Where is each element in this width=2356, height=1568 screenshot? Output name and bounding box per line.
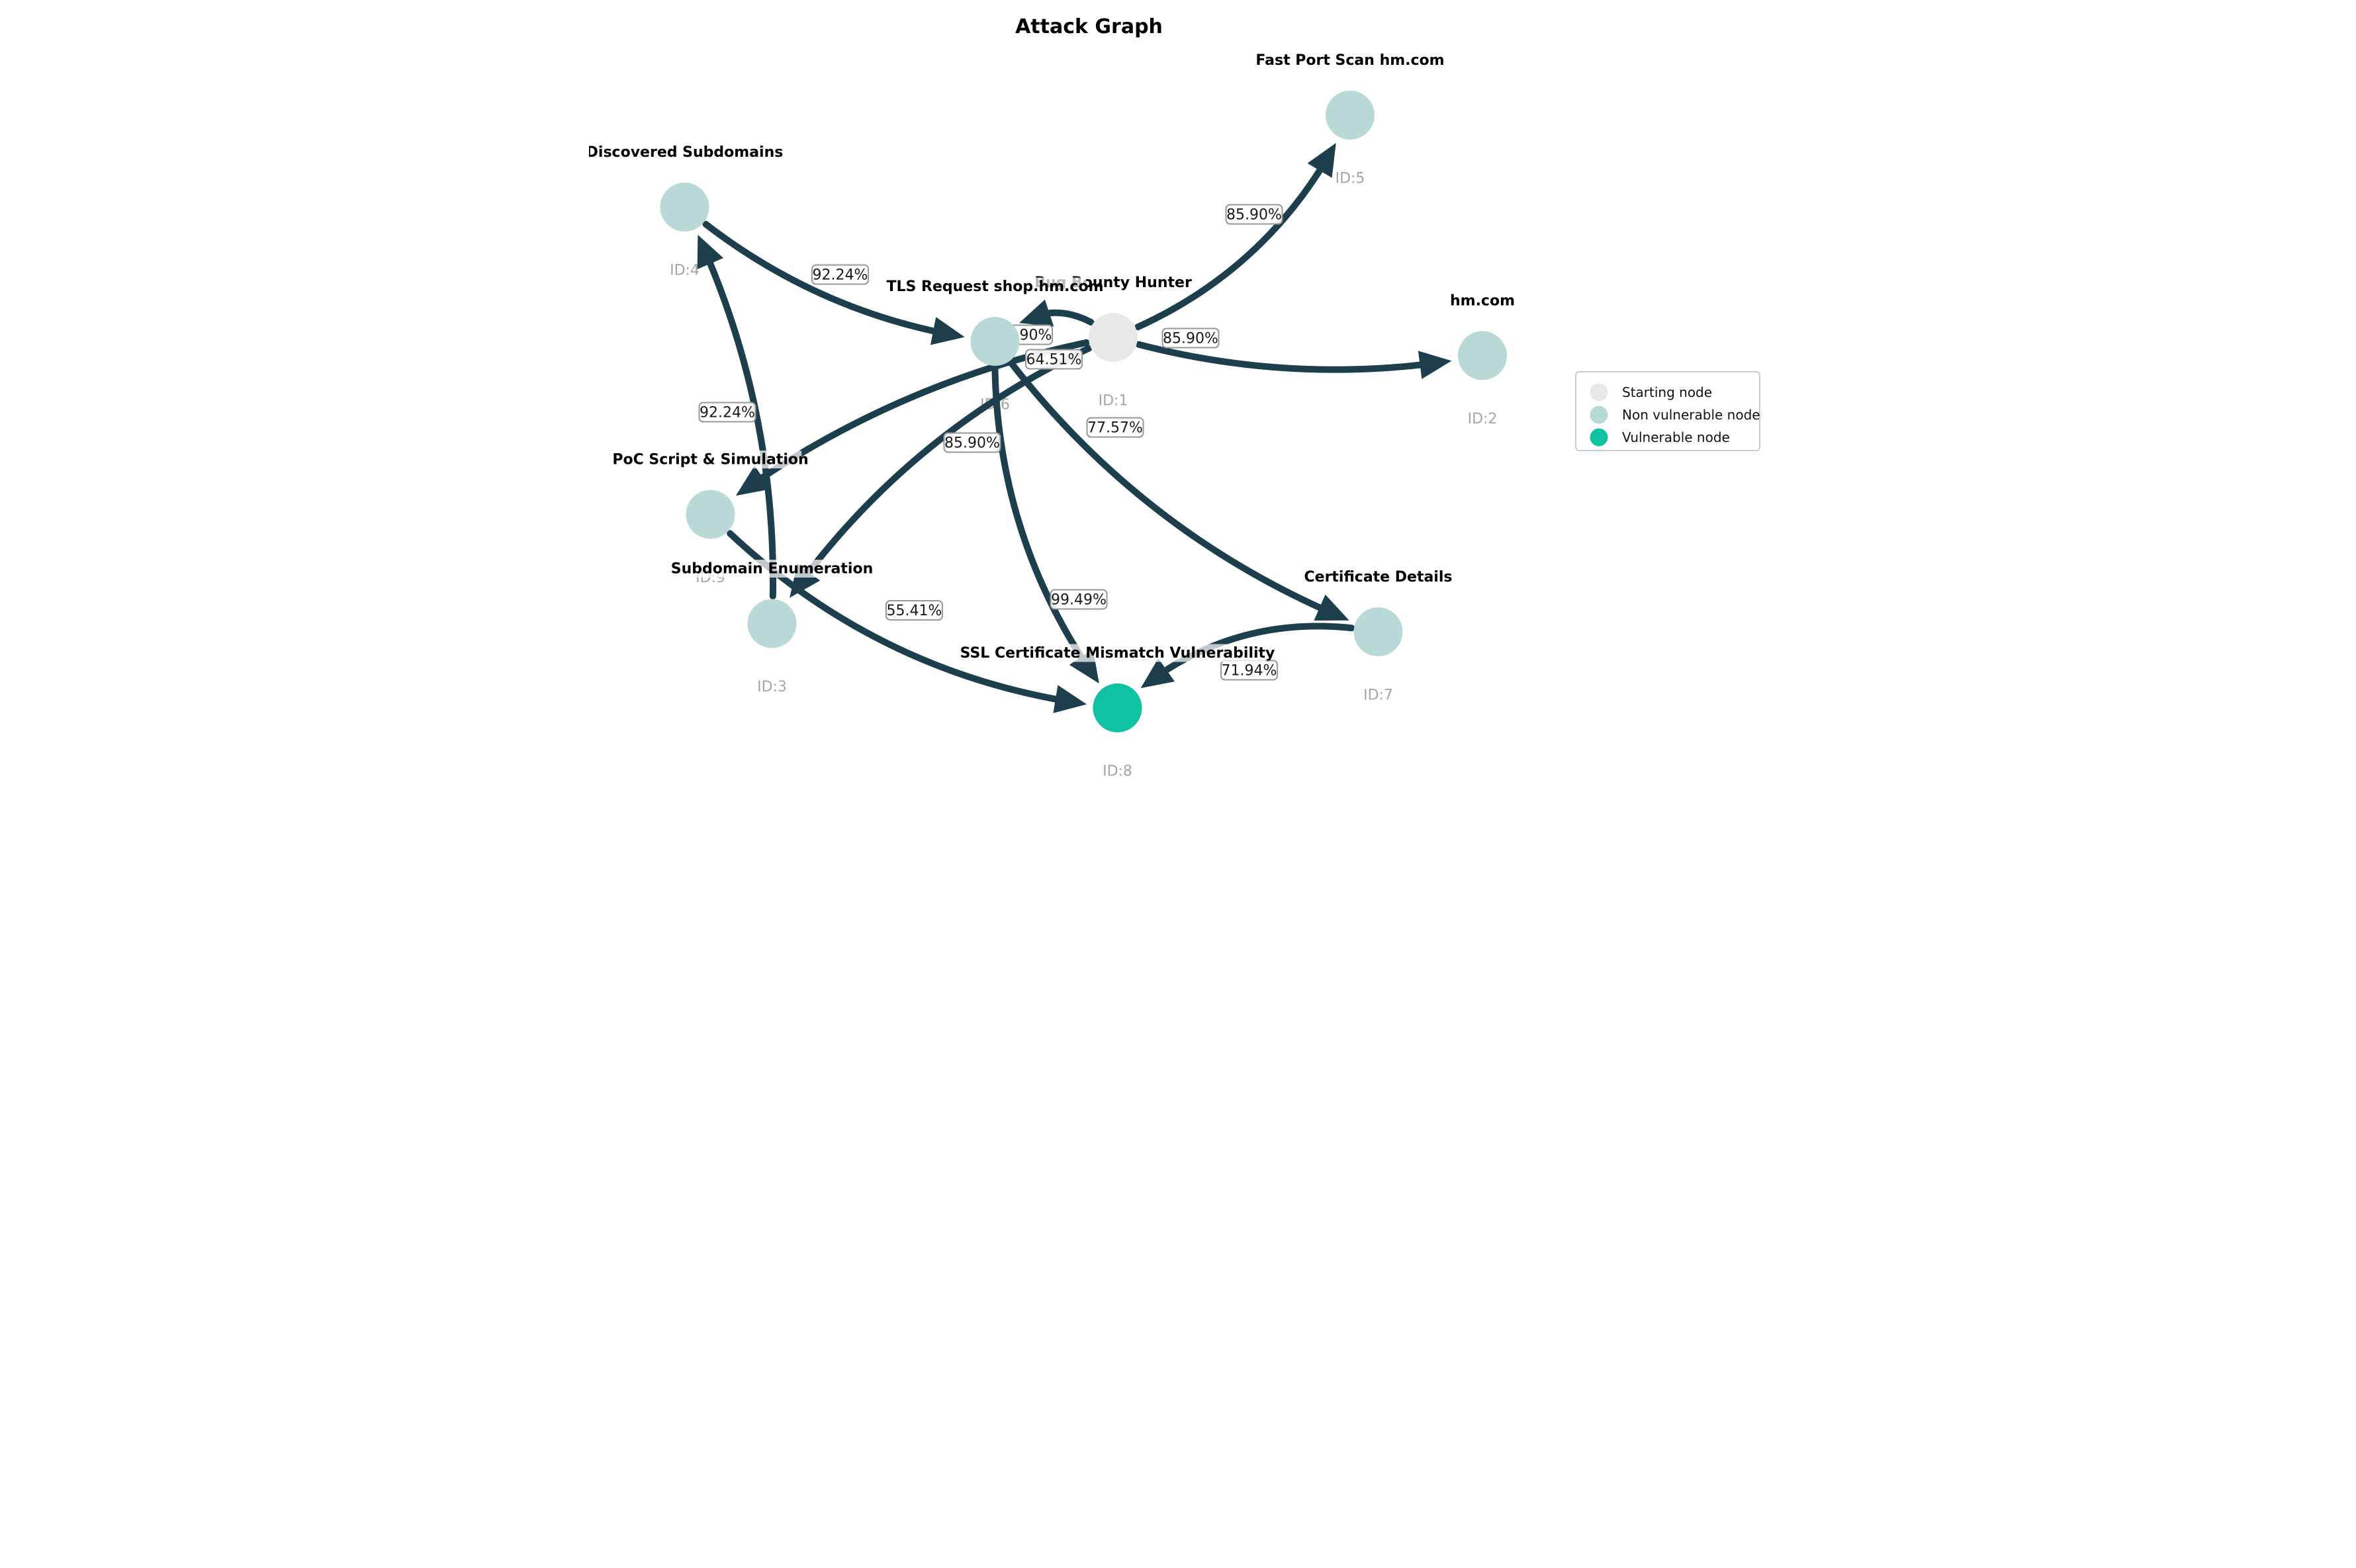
edge-label-box (1161, 327, 1220, 349)
arrowhead-icon (735, 465, 771, 496)
edge-label: 85.90% (1226, 207, 1282, 224)
node-id-label: ID:3 (757, 679, 787, 695)
node-title-halo (688, 560, 856, 578)
edge-1-5 (1134, 167, 1324, 331)
legend-label: Starting node (1622, 384, 1712, 400)
arrowhead-icon (1140, 658, 1175, 689)
edge-label-box (885, 600, 943, 621)
edge-1-3 (805, 345, 1093, 576)
node-id-label: ID:1 (1099, 393, 1128, 410)
edge-3-4 (707, 260, 777, 600)
edge-label: 77.57% (1087, 420, 1143, 437)
graph-node-5 (1326, 91, 1375, 140)
graph-node-2 (1458, 331, 1507, 380)
edge-label: 71.94% (1222, 663, 1277, 679)
arrowhead-icon (930, 317, 965, 345)
node-title: hm.com (1450, 293, 1515, 310)
node-id-label: ID:4 (670, 263, 700, 279)
node-id-label: ID:2 (1468, 411, 1498, 427)
node-title: SSL Certificate Mismatch Vulnerability (960, 645, 1275, 662)
legend-label: Vulnerable node (1622, 429, 1730, 445)
arrowhead-icon (697, 234, 724, 270)
graph-node-1 (1089, 313, 1138, 362)
edge-label: 64.51% (1026, 352, 1082, 369)
legend-box (1575, 371, 1760, 451)
legend-swatch-vulnerable (1590, 428, 1608, 447)
layer-edges (697, 142, 1452, 713)
layer-nodes (660, 91, 1507, 732)
edge-label-box (811, 264, 869, 285)
node-id-label: ID:8 (1103, 763, 1132, 780)
edge-label: 85.90% (944, 435, 1000, 452)
edge-6-7 (1008, 360, 1324, 611)
edge-label: 92.24% (813, 267, 868, 284)
arrowhead-icon (1019, 299, 1054, 327)
edge-label-box (698, 402, 756, 423)
edge-label-box (1050, 589, 1108, 610)
edge-label: 85.90% (1163, 331, 1218, 347)
legend-swatch-start (1590, 383, 1608, 402)
graph-node-9 (686, 490, 735, 539)
node-title: TLS Request shop.hm.com (887, 279, 1104, 295)
edge-label: 92.24% (700, 405, 755, 421)
node-title: Discovered Subdomains (589, 144, 783, 161)
layer-node-ids: ID:1ID:2ID:3ID:4ID:5ID:6ID:7ID:8ID:9 (670, 171, 1497, 780)
graph-node-7 (1353, 607, 1403, 656)
graph-node-3 (747, 599, 797, 648)
node-title: Certificate Details (1304, 569, 1453, 586)
layer-edge-labels: 85.90%85.90%85.90%85.90%64.51%92.24%92.2… (698, 204, 1283, 681)
edge-label-box (943, 432, 1001, 453)
edge-label: 99.49% (1051, 592, 1107, 609)
node-title-halo (1302, 568, 1455, 586)
graph-node-6 (970, 317, 1020, 366)
node-title-halo (969, 644, 1266, 662)
edge-label-box (1025, 349, 1083, 370)
edge-6-8 (991, 365, 1085, 660)
chart-title: Attack Graph (1015, 15, 1163, 38)
node-title-halo (903, 277, 1087, 296)
arrowhead-icon (1314, 594, 1349, 621)
edge-label-box (1086, 417, 1144, 438)
legend-swatch-normal (1590, 406, 1608, 424)
node-title-halo (1266, 51, 1434, 69)
node-title: Subdomain Enumeration (671, 561, 873, 578)
edge-label: 55.41% (887, 603, 942, 619)
node-id-label: ID:7 (1363, 687, 1393, 704)
graph-node-8 (1093, 683, 1142, 732)
edge-4-6 (702, 220, 937, 335)
graph-node-4 (660, 183, 709, 232)
node-title: Fast Port Scan hm.com (1255, 52, 1444, 69)
node-title-halo (619, 451, 802, 468)
edge-1-2 (1135, 341, 1424, 373)
edge-label-box (1225, 204, 1283, 225)
edge-1-6 (1046, 309, 1095, 326)
arrowhead-icon (1053, 685, 1087, 713)
node-title-halo (1456, 292, 1509, 310)
legend-label: Non vulnerable node (1622, 407, 1760, 423)
node-title: PoC Script & Simulation (612, 452, 808, 468)
arrowhead-icon (1307, 142, 1336, 178)
attack-graph-svg: Attack Graph ID:1ID:2ID:3ID:4ID:5ID:6ID:… (589, 0, 1767, 784)
arrowhead-icon (1418, 351, 1452, 379)
node-title-halo (601, 143, 768, 161)
node-id-label: ID:5 (1336, 171, 1365, 187)
